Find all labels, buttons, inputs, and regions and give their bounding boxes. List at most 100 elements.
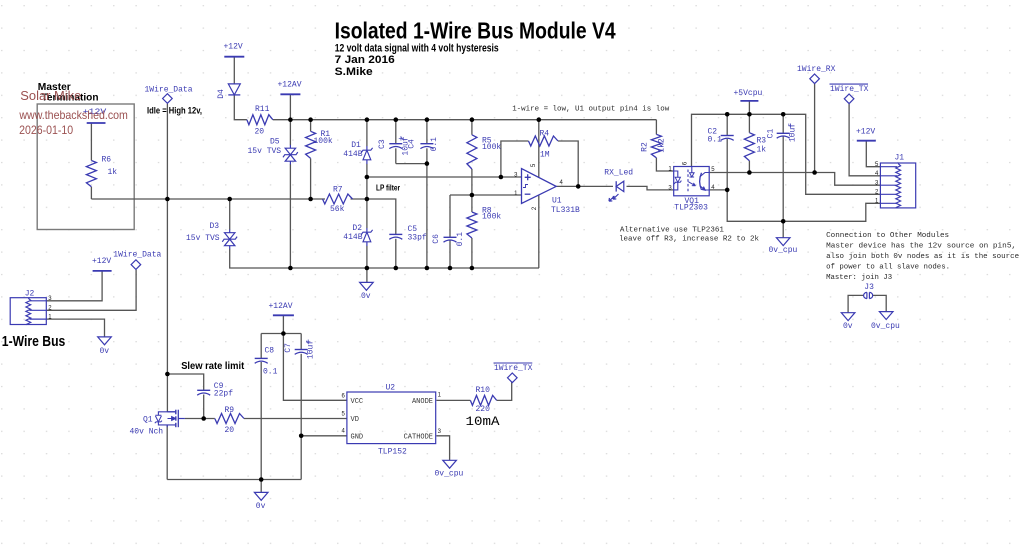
svg-text:10uf: 10uf bbox=[307, 340, 316, 359]
svg-text:+: + bbox=[398, 134, 403, 144]
svg-text:0.1: 0.1 bbox=[456, 232, 465, 247]
svg-text:R6: R6 bbox=[102, 156, 112, 165]
svg-text:D2: D2 bbox=[352, 224, 362, 233]
svg-text:D3: D3 bbox=[210, 222, 220, 231]
svg-text:+: + bbox=[788, 122, 793, 132]
svg-text:Master: Master bbox=[38, 82, 71, 93]
svg-text:R2: R2 bbox=[640, 142, 649, 152]
svg-text:1: 1 bbox=[875, 199, 879, 205]
svg-text:5: 5 bbox=[875, 162, 879, 168]
svg-text:Q1: Q1 bbox=[143, 416, 153, 425]
svg-text:4: 4 bbox=[711, 185, 715, 191]
svg-text:3: 3 bbox=[438, 429, 442, 435]
svg-text:0v_cpu: 0v_cpu bbox=[871, 322, 900, 331]
svg-text:1: 1 bbox=[668, 166, 672, 172]
svg-text:1M: 1M bbox=[540, 151, 550, 160]
svg-text:+12V: +12V bbox=[83, 108, 107, 117]
svg-text:6: 6 bbox=[341, 393, 345, 399]
svg-text:www.thebackshed.com: www.thebackshed.com bbox=[19, 108, 128, 122]
svg-text:R9: R9 bbox=[225, 406, 235, 415]
svg-text:R10: R10 bbox=[476, 386, 491, 395]
svg-text:414B: 414B bbox=[343, 233, 362, 242]
svg-text:5: 5 bbox=[531, 163, 537, 167]
svg-text:1: 1 bbox=[514, 191, 518, 197]
svg-text:VD: VD bbox=[351, 416, 359, 424]
svg-text:1Wire_TX: 1Wire_TX bbox=[494, 364, 533, 373]
svg-text:0v: 0v bbox=[100, 347, 110, 356]
svg-text:3: 3 bbox=[668, 185, 672, 191]
svg-text:1k2: 1k2 bbox=[658, 138, 667, 153]
svg-text:3: 3 bbox=[48, 296, 52, 302]
svg-text:1k: 1k bbox=[108, 168, 118, 177]
svg-text:1Wire_RX: 1Wire_RX bbox=[797, 65, 836, 74]
svg-text:10mA: 10mA bbox=[466, 414, 500, 429]
svg-text:R8: R8 bbox=[482, 206, 492, 215]
svg-text:C3: C3 bbox=[378, 139, 387, 149]
svg-text:40v Nch: 40v Nch bbox=[130, 428, 164, 437]
svg-text:TLP2303: TLP2303 bbox=[674, 203, 708, 212]
svg-text:LP filter: LP filter bbox=[376, 183, 400, 192]
svg-text:Connection to Other Modules: Connection to Other Modules bbox=[826, 232, 949, 240]
svg-text:VQ1: VQ1 bbox=[685, 197, 700, 206]
svg-text:2: 2 bbox=[875, 190, 879, 196]
svg-text:7 Jan 2016: 7 Jan 2016 bbox=[335, 54, 395, 66]
svg-text:C9: C9 bbox=[214, 382, 224, 391]
svg-text:3: 3 bbox=[875, 181, 879, 187]
svg-text:22pf: 22pf bbox=[214, 389, 233, 398]
svg-text:TL331B: TL331B bbox=[551, 206, 580, 215]
svg-text:C5: C5 bbox=[408, 225, 418, 234]
svg-text:D4: D4 bbox=[217, 89, 226, 99]
svg-text:U2: U2 bbox=[386, 384, 396, 393]
svg-text:1-Wire Bus: 1-Wire Bus bbox=[2, 334, 65, 350]
svg-text:J2: J2 bbox=[25, 289, 35, 298]
svg-text:Isolated 1-Wire Bus Module V4: Isolated 1-Wire Bus Module V4 bbox=[335, 17, 616, 43]
svg-text:0.1: 0.1 bbox=[430, 137, 439, 152]
svg-text:1Wire_Data: 1Wire_Data bbox=[145, 85, 193, 94]
svg-text:1: 1 bbox=[438, 393, 442, 399]
svg-text:Slew rate limit: Slew rate limit bbox=[181, 361, 245, 372]
svg-text:100k: 100k bbox=[482, 212, 501, 221]
svg-text:0v_cpu: 0v_cpu bbox=[769, 246, 798, 255]
svg-text:10uf: 10uf bbox=[789, 123, 798, 142]
svg-text:33pf: 33pf bbox=[408, 234, 427, 243]
svg-text:Solar Mike: Solar Mike bbox=[20, 88, 81, 103]
svg-text:S.Mike: S.Mike bbox=[335, 66, 373, 78]
svg-text:J3: J3 bbox=[864, 283, 874, 292]
svg-text:4: 4 bbox=[341, 429, 345, 435]
svg-text:0.1: 0.1 bbox=[708, 135, 723, 144]
svg-text:Master: join J3: Master: join J3 bbox=[826, 274, 892, 282]
svg-text:1Wire_TX: 1Wire_TX bbox=[830, 85, 869, 94]
svg-text:R4: R4 bbox=[540, 129, 550, 138]
svg-text:GND: GND bbox=[351, 434, 364, 442]
svg-text:Termination: Termination bbox=[42, 93, 99, 104]
svg-text:Master device has the 12v sour: Master device has the 12v source on pin5… bbox=[826, 243, 1016, 251]
svg-text:12 volt data signal with 4 vol: 12 volt data signal with 4 volt hysteres… bbox=[335, 43, 499, 55]
svg-text:C8: C8 bbox=[265, 347, 275, 356]
svg-text:C2: C2 bbox=[708, 128, 718, 137]
svg-text:C6: C6 bbox=[432, 234, 441, 244]
svg-text:R5: R5 bbox=[482, 137, 492, 146]
svg-text:3: 3 bbox=[514, 173, 518, 179]
svg-text:+12AV: +12AV bbox=[278, 81, 302, 90]
svg-text:C4: C4 bbox=[408, 139, 417, 149]
svg-text:1: 1 bbox=[48, 315, 52, 321]
svg-text:VCC: VCC bbox=[351, 398, 364, 406]
svg-text:56k: 56k bbox=[330, 205, 345, 214]
svg-text:2026-01-10: 2026-01-10 bbox=[19, 123, 73, 137]
svg-text:of power to all slave nodes.: of power to all slave nodes. bbox=[826, 264, 950, 272]
svg-text:0v: 0v bbox=[256, 502, 266, 511]
svg-text:Idle = High 12v,: Idle = High 12v, bbox=[147, 105, 202, 115]
svg-text:4: 4 bbox=[875, 171, 879, 177]
svg-text:U1: U1 bbox=[552, 197, 562, 206]
svg-text:D5: D5 bbox=[270, 138, 280, 147]
svg-text:0.1: 0.1 bbox=[263, 368, 278, 377]
svg-text:also join both 0v nodes as it: also join both 0v nodes as it is the sou… bbox=[826, 253, 1019, 261]
svg-text:ANODE: ANODE bbox=[412, 398, 433, 406]
svg-text:100k: 100k bbox=[482, 143, 501, 152]
svg-text:Alternative use TLP2361: Alternative use TLP2361 bbox=[620, 227, 724, 235]
svg-text:100k: 100k bbox=[314, 137, 333, 146]
svg-text:1-wire = low, U1 output pin4: 1-wire = low, U1 output pin4 is low bbox=[512, 106, 669, 114]
svg-text:1k: 1k bbox=[757, 146, 767, 155]
svg-text:R11: R11 bbox=[255, 105, 270, 114]
svg-text:15v TVS: 15v TVS bbox=[248, 147, 282, 156]
